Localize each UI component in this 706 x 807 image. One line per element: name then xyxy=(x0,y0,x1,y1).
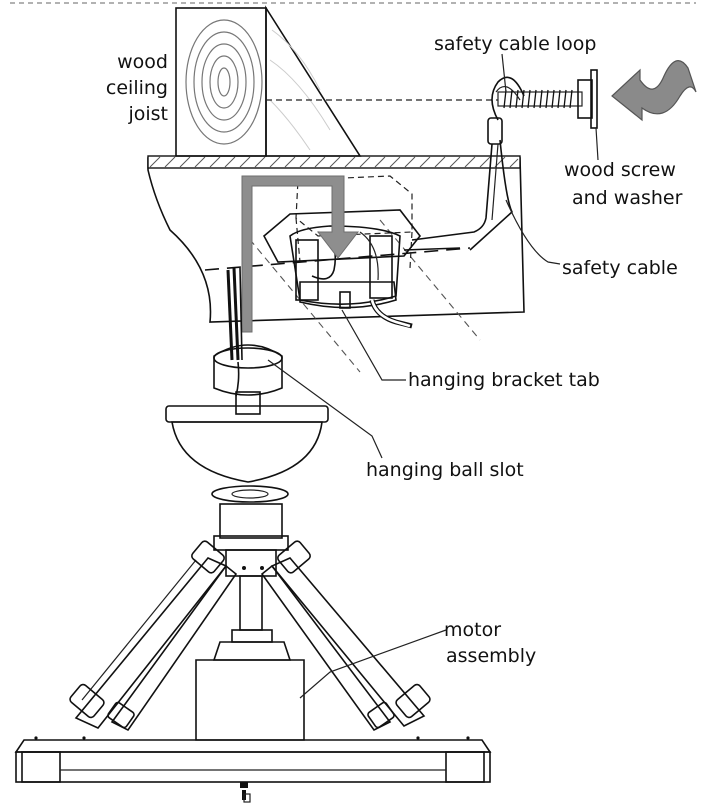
screw-head xyxy=(577,79,593,119)
leader-hanging-bracket-tab xyxy=(341,309,406,381)
joist-side xyxy=(265,5,362,157)
label-safety-cable: safety cable xyxy=(562,257,678,279)
ceiling-section xyxy=(147,5,525,373)
washer xyxy=(590,69,598,129)
center-shaft xyxy=(239,575,263,631)
projection-line-left xyxy=(241,229,361,373)
label-wood-screw-1: wood screw xyxy=(564,159,676,181)
leader-lines xyxy=(267,53,599,699)
label-joist-1: wood xyxy=(117,51,168,73)
wood-grain-rings xyxy=(185,19,263,145)
bent-arrow-icon xyxy=(241,175,360,333)
motor-housing xyxy=(195,629,305,741)
hanging-ball xyxy=(213,344,283,415)
leader-safety-cable-loop xyxy=(501,53,507,93)
label-hanging-ball-slot: hanging ball slot xyxy=(366,459,524,481)
wood-grain-lines xyxy=(269,29,331,151)
curved-arrow-icon xyxy=(611,60,697,122)
leader-hanging-ball-slot xyxy=(267,359,383,459)
label-hanging-bracket-tab: hanging bracket tab xyxy=(408,369,600,391)
label-motor-assembly-2: assembly xyxy=(446,645,536,667)
leader-wood-screw xyxy=(595,127,599,161)
label-motor-assembly-1: motor xyxy=(444,619,501,641)
label-wood-screw-2: and washer xyxy=(572,187,683,209)
downrod xyxy=(235,391,261,415)
hanging-bracket xyxy=(262,209,461,329)
label-joist-2: ceiling xyxy=(106,77,168,99)
base-frame xyxy=(14,736,492,783)
ceiling-box xyxy=(295,175,413,269)
motor-coupler xyxy=(211,485,289,631)
wood-screw xyxy=(497,69,598,129)
cable-crimp xyxy=(487,117,503,145)
bracket-tab xyxy=(339,291,351,309)
joist-end-face xyxy=(175,7,267,157)
leader-safety-cable xyxy=(505,199,561,265)
bracket-plate xyxy=(262,209,422,263)
label-joist-3: joist xyxy=(127,103,168,125)
projection-line-right xyxy=(379,219,481,341)
label-safety-cable-loop: safety cable loop xyxy=(434,33,596,55)
pull-chain xyxy=(240,782,251,803)
bracket-body xyxy=(289,225,401,305)
ceiling-board xyxy=(147,157,525,323)
ceiling-hatch xyxy=(149,156,519,168)
leader-motor-assembly xyxy=(299,629,447,699)
canopy xyxy=(165,405,329,483)
support-arms xyxy=(69,540,431,732)
